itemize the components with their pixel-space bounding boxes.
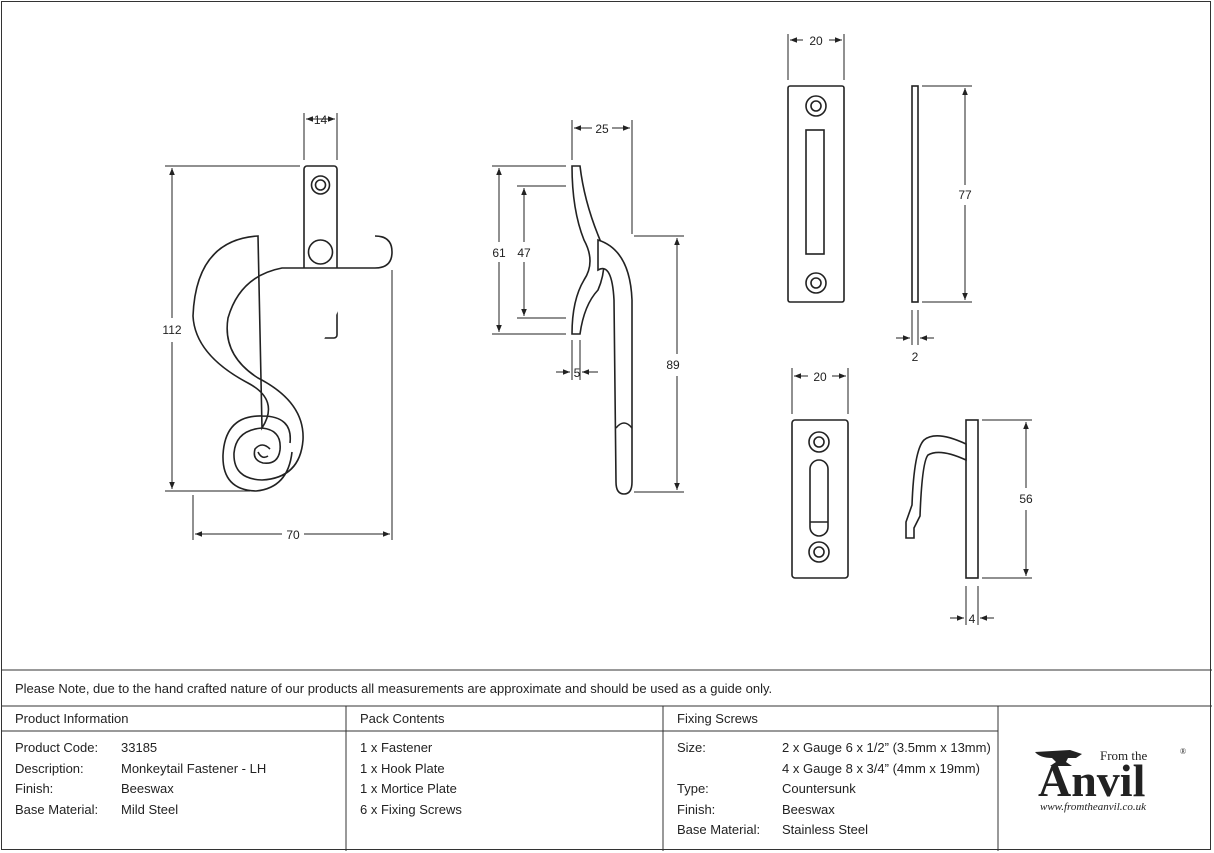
pack-item: 1 x Fastener: [360, 740, 433, 755]
disclaimer-note: Please Note, due to the hand crafted nat…: [15, 681, 773, 696]
label-product-code: Product Code:: [15, 740, 99, 755]
label-base-material: Base Material:: [677, 822, 761, 837]
mortice-dims: [787, 34, 972, 345]
dim-70: 70: [286, 528, 300, 542]
value-type: Countersunk: [782, 781, 856, 796]
dim-4: 4: [969, 612, 976, 626]
fastener-dims: [165, 113, 393, 540]
dim-25: 25: [595, 122, 609, 136]
label-blank: [677, 759, 760, 780]
value-base-material: Mild Steel: [121, 801, 179, 817]
hook-dims: [791, 368, 1032, 625]
dim-112: 112: [162, 323, 181, 337]
pack-contents-header: Pack Contents: [360, 711, 445, 726]
dim-89: 89: [666, 358, 680, 372]
dim-77: 77: [958, 188, 972, 202]
pack-contents-list: 1 x Fastener 1 x Hook Plate 1 x Mortice …: [360, 738, 462, 820]
logo-registered: ®: [1180, 747, 1186, 756]
label-finish: Finish:: [677, 801, 716, 817]
label-base-material: Base Material:: [15, 801, 99, 817]
side-dims: [492, 120, 684, 493]
logo-from-the: From the: [1100, 748, 1148, 763]
value-finish: Beeswax: [121, 781, 174, 796]
hook-plate: [791, 419, 979, 579]
label-finish: Finish:: [15, 781, 54, 796]
dim-47: 47: [517, 246, 531, 260]
technical-drawing: 14 112 70 25 61 47 89 5: [162, 34, 1033, 626]
label-size: Size:: [677, 740, 706, 755]
dim-5: 5: [574, 366, 581, 380]
value-size-1: 2 x Gauge 6 x 1/2” (3.5mm x 13mm): [782, 740, 991, 755]
pack-item: 1 x Hook Plate: [360, 760, 445, 776]
value-product-code: 33185: [121, 740, 158, 755]
fixing-screws-header: Fixing Screws: [677, 711, 758, 726]
pack-item: 6 x Fixing Screws: [360, 801, 462, 817]
product-info-labels: Product Code: Description: Finish: Base …: [15, 738, 98, 820]
product-info-values: 33185 Monkeytail Fastener - LH Beeswax M…: [121, 738, 266, 820]
fastener-side-view: [571, 165, 633, 495]
dim-56: 56: [1019, 492, 1033, 506]
screws-values: 2 x Gauge 6 x 1/2” (3.5mm x 13mm) 4 x Ga…: [782, 738, 991, 841]
dim-mortice-20: 20: [809, 34, 823, 48]
anvil-icon: From the ® Anvil www.fromtheanvil.co.uk: [1035, 747, 1186, 813]
logo-url: www.fromtheanvil.co.uk: [1040, 801, 1147, 813]
from-the-anvil-logo: From the ® Anvil www.fromtheanvil.co.uk: [1030, 740, 1200, 820]
dim-61: 61: [492, 246, 506, 260]
value-description: Monkeytail Fastener - LH: [121, 760, 267, 776]
logo-brand: Anvil: [1038, 755, 1145, 806]
value-base-material: Stainless Steel: [782, 822, 868, 837]
mortice-plate: [787, 85, 919, 303]
screws-labels: Size: Type: Finish: Base Material:: [677, 738, 760, 841]
label-description: Description:: [15, 760, 84, 776]
dim-14: 14: [314, 113, 328, 127]
product-info-header: Product Information: [15, 711, 129, 726]
fastener-front-view: [192, 165, 393, 492]
dim-2: 2: [912, 350, 919, 364]
dim-hook-20: 20: [813, 370, 827, 384]
value-size-2: 4 x Gauge 8 x 3/4” (4mm x 19mm): [782, 760, 980, 776]
label-type: Type:: [677, 781, 709, 796]
pack-item: 1 x Mortice Plate: [360, 781, 457, 796]
value-finish: Beeswax: [782, 801, 835, 817]
